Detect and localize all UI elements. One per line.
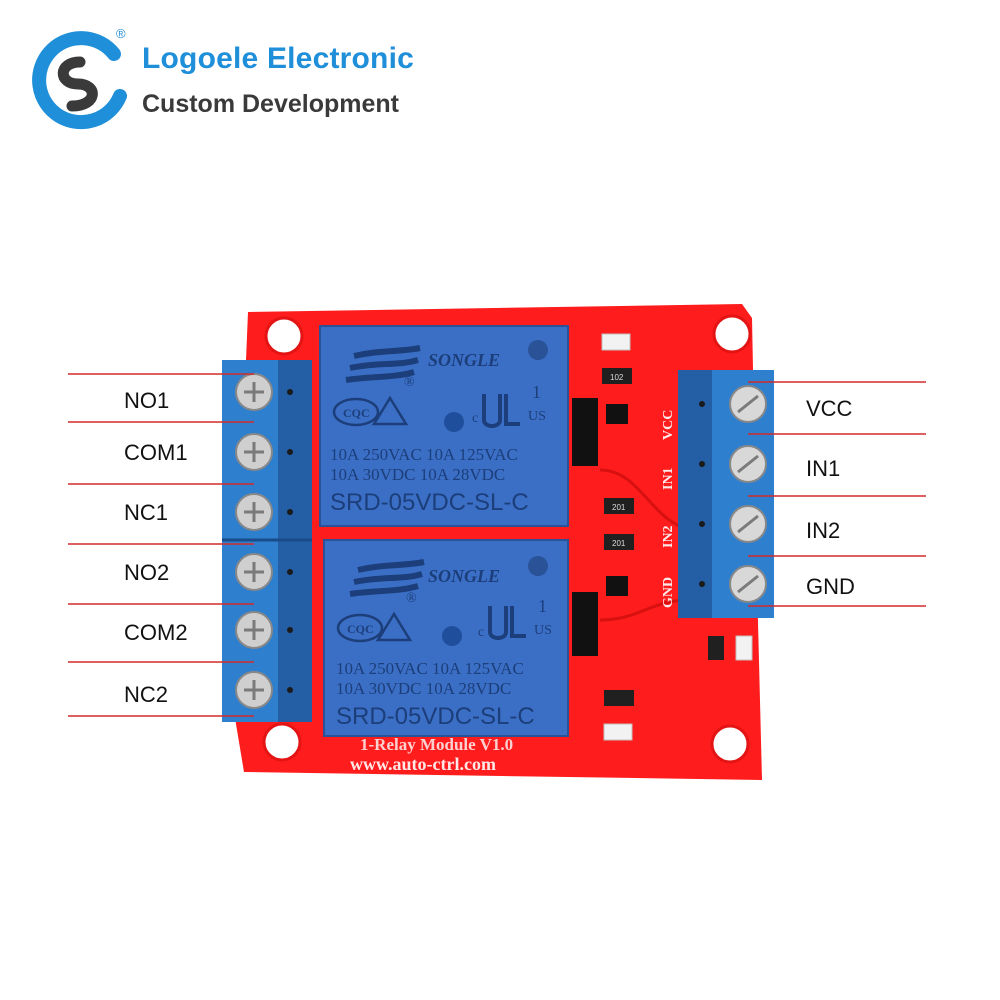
relay-rating-2: 10A 30VDC 10A 28VDC	[330, 465, 505, 484]
relay-bottom: SONGLE ® CQC c 1 US 10A 250VAC 10A 125VA…	[336, 566, 552, 730]
relay-dot	[442, 626, 462, 646]
registered-mark: ®	[116, 26, 126, 41]
header-pin-labels: VCC IN1 IN2 GND	[661, 410, 676, 608]
relay-ul-c: c	[472, 411, 478, 426]
relay-top: SONGLE ® CQC c 1 US 10A 250VAC 10A 125VA…	[330, 350, 546, 516]
relay-brand: SONGLE	[428, 566, 500, 586]
relay-model: SRD-05VDC-SL-C	[330, 489, 529, 516]
led	[601, 333, 631, 351]
label-vcc: VCC	[806, 396, 853, 421]
relay-dot	[528, 340, 548, 360]
mount-hole	[262, 722, 302, 762]
relay-rating-1: 10A 250VAC 10A 125VAC	[330, 445, 518, 464]
label-com1: COM1	[124, 440, 188, 465]
screw-terminals-right	[699, 385, 767, 603]
label-no2: NO2	[124, 560, 170, 585]
label-nc2: NC2	[124, 682, 169, 707]
songle-logo-icon	[349, 559, 425, 597]
label-nc1: NC1	[124, 500, 169, 525]
smd-code: 102	[610, 373, 624, 382]
brand-name: Logoele Electronic	[142, 42, 414, 75]
relay-ul-num: 1	[532, 382, 541, 402]
mount-hole	[264, 316, 304, 356]
header-pin-in1: IN1	[661, 467, 676, 490]
songle-logo-icon	[345, 345, 421, 383]
relay-dot	[444, 412, 464, 432]
left-terminal-block	[222, 360, 312, 722]
relay-model: SRD-05VDC-SL-C	[336, 703, 535, 730]
mount-hole	[710, 724, 750, 764]
relay-ul-us: US	[534, 623, 552, 638]
ul-mark-icon	[482, 394, 526, 640]
resistor	[604, 498, 634, 514]
silkscreen-url: www.auto-ctrl.com	[350, 754, 496, 774]
header-pin-in2: IN2	[661, 525, 676, 548]
relay-rating-1: 10A 250VAC 10A 125VAC	[336, 659, 524, 678]
label-in2: IN2	[806, 518, 841, 543]
relay-dot	[528, 556, 548, 576]
led	[735, 635, 753, 661]
relay-cert: CQC	[343, 406, 370, 420]
label-com2: COM2	[124, 620, 188, 645]
resistor	[604, 690, 634, 706]
smd-component	[606, 404, 628, 424]
leader-lines-right	[748, 381, 926, 607]
label-in1: IN1	[806, 456, 841, 481]
label-no1: NO1	[124, 388, 170, 413]
relay-ul-us: US	[528, 409, 546, 424]
relay-cert: CQC	[347, 622, 374, 636]
relay-ul-c: c	[478, 625, 484, 640]
relay-ul-num: 1	[538, 596, 547, 616]
relay-registered: ®	[406, 591, 417, 606]
relay-registered: ®	[404, 375, 415, 390]
cqc-mark-icon	[332, 395, 413, 643]
silkscreen-module: 1-Relay Module V1.0	[360, 735, 513, 754]
resistor	[604, 534, 634, 550]
label-gnd: GND	[806, 574, 855, 599]
header-pin-gnd: GND	[661, 577, 676, 608]
relay-body	[319, 325, 569, 527]
smd-component	[606, 576, 628, 596]
transistor	[572, 398, 598, 466]
relay-brand: SONGLE	[428, 350, 500, 370]
header-pin-vcc: VCC	[661, 410, 676, 440]
smd-code: 201	[612, 503, 626, 512]
smd-component	[708, 636, 724, 660]
transistor	[572, 592, 598, 656]
mount-hole	[712, 314, 752, 354]
resistor	[602, 368, 632, 384]
screw-terminals-left	[235, 373, 293, 709]
led	[603, 723, 633, 741]
smd-code: 201	[612, 539, 626, 548]
brand-logo-icon	[32, 31, 127, 130]
brand-tagline: Custom Development	[142, 90, 399, 118]
relay-rating-2: 10A 30VDC 10A 28VDC	[336, 679, 511, 698]
leader-lines-left	[68, 373, 254, 717]
